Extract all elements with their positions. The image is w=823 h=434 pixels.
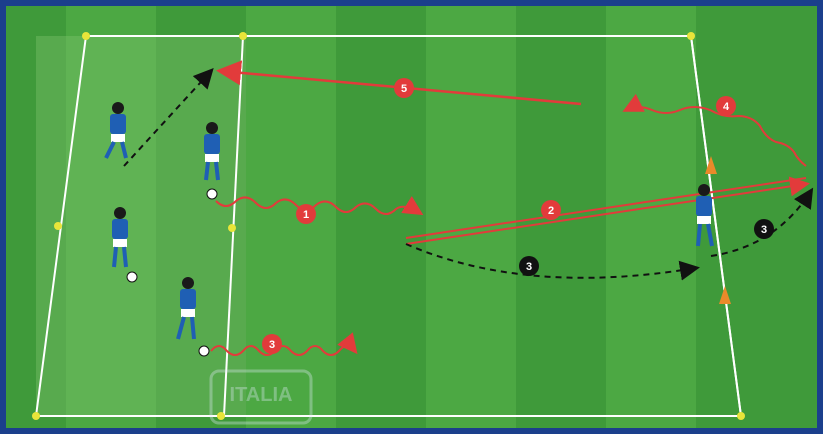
step-badge-1: 1 — [296, 204, 316, 224]
ball — [126, 271, 138, 283]
run-arrow-3-right — [710, 187, 814, 257]
step-badge-5: 5 — [394, 78, 414, 98]
step-badge-3-bottom-label: 3 — [269, 339, 275, 351]
cone-yellow — [54, 222, 62, 230]
player-running-top-left — [104, 102, 128, 159]
dribble-arrow-4 — [622, 93, 807, 167]
cone-yellow — [228, 224, 236, 232]
players — [104, 102, 714, 357]
watermark-text: ITALIA — [230, 384, 293, 406]
step-badge-5-label: 5 — [401, 83, 407, 95]
cone-yellow — [82, 32, 90, 40]
player-receiver-right — [696, 184, 714, 247]
step-badge-4: 4 — [716, 96, 736, 116]
cone-yellow — [687, 32, 695, 40]
player-bottom-left — [176, 277, 210, 357]
step-badges: 1 2 3 3 3 4 5 — [262, 78, 774, 354]
step-badge-3-right: 3 — [754, 219, 774, 239]
cone-yellow — [737, 412, 745, 420]
pass-arrow-2 — [405, 176, 810, 245]
player-middle-left — [112, 207, 138, 283]
step-badge-3-bottom: 3 — [262, 334, 282, 354]
italia-watermark: ITALIA — [209, 369, 313, 425]
pass-line-2a — [405, 177, 807, 239]
ball — [198, 345, 210, 357]
cone-orange — [719, 286, 731, 304]
step-badge-1-label: 1 — [303, 209, 309, 221]
dribble-arrow-1 — [215, 196, 424, 216]
movements — [123, 60, 814, 356]
cone-yellow — [239, 32, 247, 40]
cone-yellow — [217, 412, 225, 420]
run-arrow-3 — [405, 243, 700, 281]
player-with-ball-start — [204, 122, 220, 200]
cone-yellow — [32, 412, 40, 420]
step-badge-2-label: 2 — [548, 205, 554, 217]
step-badge-3-center-label: 3 — [526, 261, 532, 273]
cones — [32, 32, 745, 420]
cone-orange — [705, 156, 717, 174]
ball — [206, 188, 218, 200]
step-badge-4-label: 4 — [723, 101, 730, 113]
step-badge-3-right-label: 3 — [761, 224, 767, 236]
dribble-arrow-3-bottom — [210, 332, 358, 356]
grass-stripes — [6, 6, 817, 428]
start-zone-shade — [36, 36, 246, 416]
step-badge-3-center: 3 — [519, 256, 539, 276]
step-badge-2: 2 — [541, 200, 561, 220]
pitch-canvas: ITALIA 1 — [6, 6, 817, 428]
